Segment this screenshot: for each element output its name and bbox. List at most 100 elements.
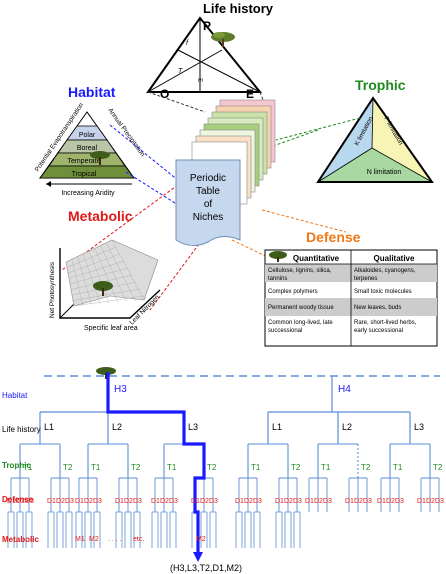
periodic-table-card [175, 159, 241, 246]
trophic-node: T2 [433, 463, 443, 472]
defense-node: D1 [191, 498, 200, 505]
metabolic-x-axis: Specific leaf area [84, 325, 138, 332]
defense-node: D3 [293, 498, 302, 505]
defense-cell: Small toxic molecules [354, 289, 412, 295]
trophic-bottom: N limitation [367, 169, 402, 176]
inner-t-label: T [178, 68, 183, 75]
defense-node: D2 [56, 498, 65, 505]
defense-node: D1 [345, 498, 354, 505]
metabolic-node: M2 [196, 536, 206, 543]
habitat-bottom-axis: Increasing Aridity [61, 190, 115, 197]
defense-cell: Rare, short-lived herbs, [354, 320, 417, 326]
habitat-panel: Habitat Polar Boreal Temperate Tropical … [34, 84, 146, 197]
defense-cell: Complex polymers [268, 289, 318, 295]
row-label-life: Life history [2, 425, 41, 434]
defense-node: D1 [115, 498, 124, 505]
defense-node: D3 [169, 498, 178, 505]
defense-node: D3 [435, 498, 444, 505]
defense-node: D2 [160, 498, 169, 505]
defense-node: D1 [305, 498, 314, 505]
metabolic-surface [65, 239, 159, 307]
defense-node: D1 [235, 498, 244, 505]
corner-p-label: P [203, 19, 211, 33]
defense-node: D2 [314, 498, 323, 505]
defense-cell: tannins [268, 276, 287, 282]
tree-icon [96, 367, 116, 379]
trophic-node: T2 [207, 463, 217, 472]
center-line-4: Niches [193, 212, 224, 223]
defense-cell: Cellulose, lignins, silica, [268, 268, 332, 274]
trophic-node: T1 [23, 463, 33, 472]
periodic-table-stack: Periodic Table of Niches [175, 99, 276, 246]
center-line-2: Table [196, 186, 220, 197]
life-history-title: Life history [203, 1, 274, 16]
trophic-node: T2 [361, 463, 371, 472]
defense-header-qual: Qualitative [374, 254, 415, 263]
habitat-layer-tropical: Tropical [72, 171, 97, 178]
trophic-node: T1 [167, 463, 177, 472]
trophic-node: T1 [393, 463, 403, 472]
defense-node: D3 [209, 498, 218, 505]
defense-cell: terpenes [354, 276, 377, 282]
defense-panel: Defense Quantitative Qualitative Cellulo… [264, 229, 438, 347]
defense-node: D3 [253, 498, 262, 505]
corner-o-label: O [160, 87, 169, 101]
trophic-title: Trophic [355, 77, 406, 93]
life-node: L1 [272, 422, 282, 432]
defense-node: D1 [75, 498, 84, 505]
trophic-node: T2 [291, 463, 301, 472]
defense-node: D2 [386, 498, 395, 505]
trophic-node: T2 [131, 463, 141, 472]
defense-node: D2 [200, 498, 209, 505]
defense-cell: early successional [354, 328, 403, 334]
defense-header-quant: Quantitative [293, 254, 340, 263]
metabolic-node: M2 [89, 536, 99, 543]
defense-cell: Common long-lived, late [268, 320, 333, 326]
life-node: L3 [414, 422, 424, 432]
defense-cell: Permanent woody tissue [268, 305, 334, 311]
corner-e-label: E [246, 87, 254, 101]
defense-node: D1 [151, 498, 160, 505]
trophic-panel: Trophic K limitation P limitation N limi… [316, 77, 434, 183]
inner-f-label: f [186, 40, 189, 47]
defense-node: D2 [16, 498, 25, 505]
life-node: L2 [112, 422, 122, 432]
metabolic-panel: Metabolic Net Photosynthesis Specific le… [49, 208, 161, 332]
tree-icon [90, 151, 110, 165]
defense-node: D3 [133, 498, 142, 505]
life-node: L3 [188, 422, 198, 432]
result-label: (H3,L3,T2,D1,M2) [170, 563, 242, 573]
defense-node: D3 [323, 498, 332, 505]
life-node: L1 [44, 422, 54, 432]
inner-m-label: m [198, 78, 203, 84]
habitat-title: Habitat [68, 84, 116, 100]
defense-node: D3 [395, 498, 404, 505]
life-history-panel: Life history P O E f T m [146, 1, 274, 101]
metabolic-ellipsis: . . . . [108, 536, 122, 543]
defense-node: D1 [377, 498, 386, 505]
metabolic-node: M1 [75, 536, 85, 543]
tree-icon [211, 32, 235, 47]
habitat-layer-temperate: Temperate [67, 158, 100, 165]
life-history-triangle [146, 16, 263, 93]
defense-node: D2 [284, 498, 293, 505]
habitat-layer-polar: Polar [79, 132, 96, 139]
center-line-3: of [204, 199, 213, 210]
defense-cell: New leaves, buds [354, 305, 401, 311]
row-label-trophic: Trophic [2, 461, 31, 470]
defense-node: D2 [426, 498, 435, 505]
row-label-metabolic: Metabolic [2, 535, 39, 544]
metabolic-y-axis: Net Photosynthesis [49, 261, 56, 318]
center-line-1: Periodic [190, 173, 226, 184]
habitat-node: H4 [338, 384, 351, 395]
trophic-triangle [316, 96, 434, 183]
defense-node: D2 [124, 498, 133, 505]
trophic-node: T1 [91, 463, 101, 472]
defense-node: D1 [275, 498, 284, 505]
life-node: L2 [342, 422, 352, 432]
tree-icon [93, 281, 113, 296]
trophic-node: T2 [63, 463, 73, 472]
row-label-habitat: Habitat [2, 391, 28, 400]
defense-node: D3 [363, 498, 372, 505]
